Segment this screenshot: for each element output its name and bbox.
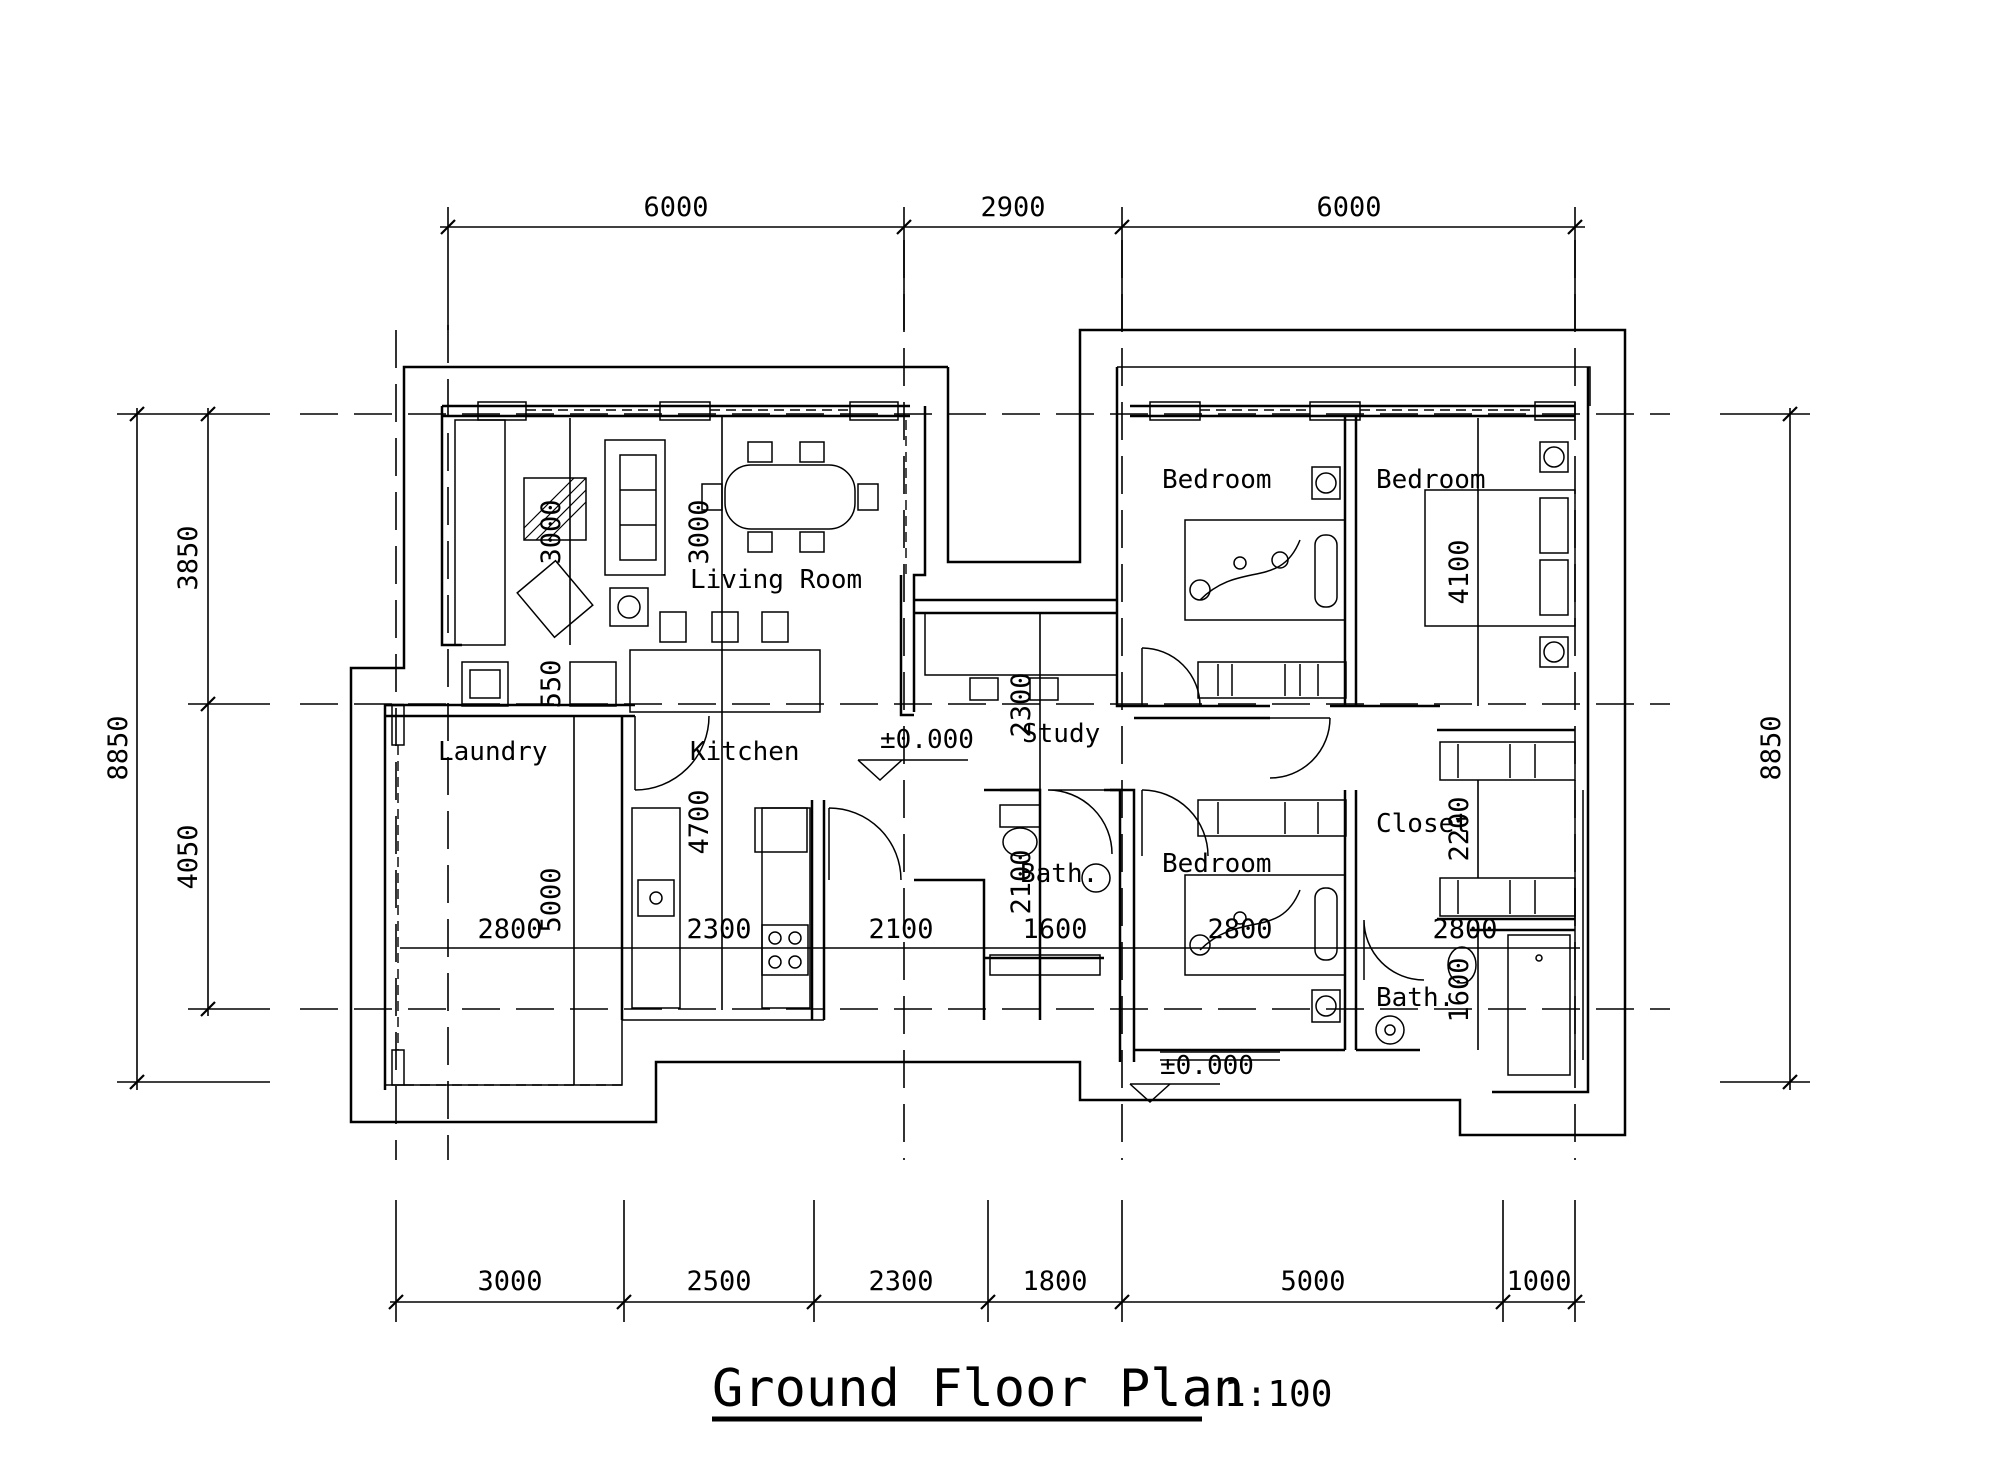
room-label-bedroom-3: Bedroom [1162, 849, 1272, 879]
dimension-chain-bottom [388, 1200, 1585, 1322]
furniture-bedroom2 [1424, 441, 1576, 668]
room-label-kitchen: Kitchen [690, 737, 800, 767]
furniture-kitchen [631, 807, 811, 1009]
dim-left-lower: 4050 [173, 824, 204, 889]
dim-mid-4: 1600 [1022, 914, 1087, 945]
dim-laundry-h: 5000 [536, 867, 567, 932]
furniture-closet [1439, 741, 1576, 917]
level-label-entry: ±0.000 [1160, 1051, 1254, 1081]
dim-left-upper: 3850 [173, 525, 204, 590]
dim-bath2-h: 1600 [1444, 957, 1475, 1022]
dim-mid-6: 2800 [1432, 914, 1497, 945]
drawing-title: Ground Floor Plan [712, 1359, 1244, 1419]
dim-closet-h: 2200 [1444, 796, 1475, 861]
exterior-walls [349, 328, 1627, 1137]
dimension-chain-right [1720, 406, 1810, 1090]
dim-kitchen-h: 4700 [684, 789, 715, 854]
dim-mid-5: 2800 [1207, 914, 1272, 945]
room-label-bath-2: Bath. [1376, 983, 1454, 1013]
dim-bottom-1: 3000 [477, 1266, 542, 1297]
level-marker-main [857, 759, 968, 782]
dimension-chain-top [440, 207, 1585, 330]
dim-bedroom2-h: 4100 [1444, 539, 1475, 604]
furniture-bedroom3 [1184, 799, 1347, 1023]
dim-bottom-5: 5000 [1280, 1266, 1345, 1297]
dim-bottom-2: 2500 [686, 1266, 751, 1297]
windows [391, 401, 1584, 1086]
dim-mid-1: 2800 [477, 914, 542, 945]
furniture-bath2 [1375, 934, 1571, 1076]
dim-top-3: 6000 [1316, 192, 1381, 223]
room-label-bedroom-1: Bedroom [1162, 465, 1272, 495]
dim-right-total: 8850 [1756, 715, 1787, 780]
dim-bottom-3: 2300 [868, 1266, 933, 1297]
level-label-main: ±0.000 [880, 725, 974, 755]
furniture-study [924, 612, 1118, 701]
dim-living-1: 3000 [536, 499, 567, 564]
dim-study-h: 2300 [1006, 672, 1037, 737]
drawing-scale: 1:100 [1224, 1374, 1332, 1415]
dim-left-total: 8850 [103, 715, 134, 780]
room-label-bath-1: Bath. [1020, 859, 1098, 889]
furniture-living [454, 419, 879, 713]
room-label-closet: Closet [1376, 809, 1470, 839]
dimension-chain-left [117, 406, 270, 1090]
furniture-bedroom1 [1184, 466, 1347, 699]
dim-bottom-6: 1000 [1506, 1266, 1571, 1297]
dim-bottom-4: 1800 [1022, 1266, 1087, 1297]
room-label-laundry: Laundry [438, 737, 548, 767]
interior-dims [400, 416, 1580, 1085]
room-label-study: Study [1022, 719, 1100, 749]
dim-mid-2: 2300 [686, 914, 751, 945]
room-label-living-room: Living Room [690, 565, 862, 595]
dim-counter: 550 [536, 660, 567, 709]
dim-mid-3: 2100 [868, 914, 933, 945]
furniture-bath1 [989, 804, 1111, 976]
dim-top-2: 2900 [980, 192, 1045, 223]
dim-top-1: 6000 [643, 192, 708, 223]
room-label-bedroom-2: Bedroom [1376, 465, 1486, 495]
level-marker-entry [1129, 1083, 1220, 1104]
dim-bath-h: 2100 [1006, 849, 1037, 914]
doors [634, 647, 1425, 981]
dim-living-2: 3000 [684, 499, 715, 564]
